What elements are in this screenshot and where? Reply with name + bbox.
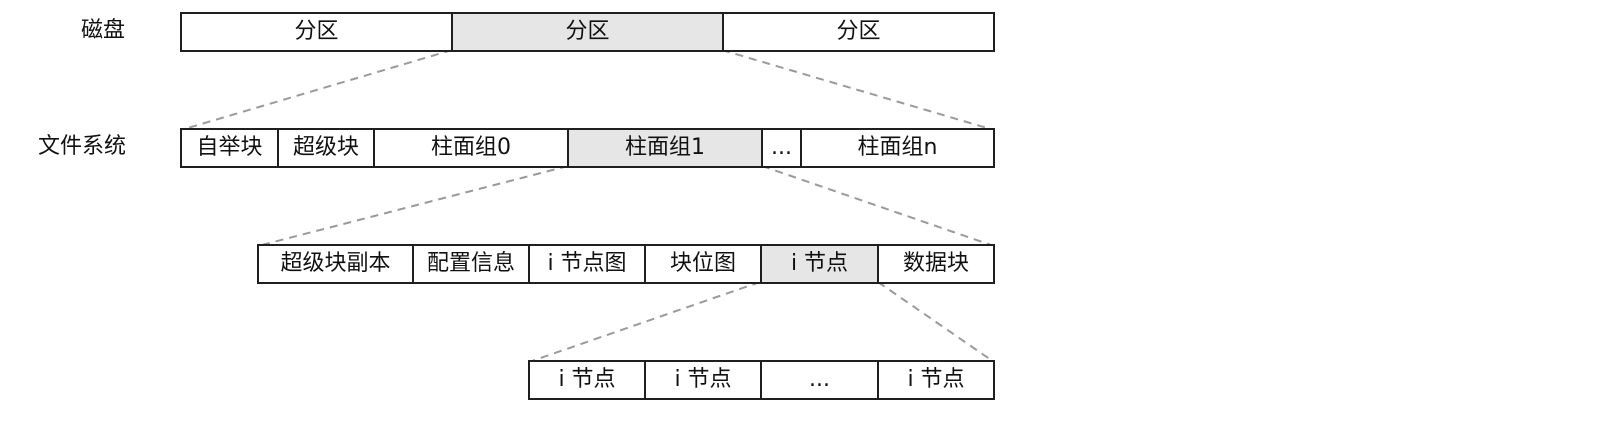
cylinder-group-0-cell: 柱面组0 (373, 128, 569, 168)
group-to-inode-right-line (877, 281, 995, 363)
inode-ellipsis-cell: ... (760, 360, 879, 400)
disk-partition-cell: 分区 (722, 12, 995, 52)
cylinder-group-n-cell: 柱面组n (800, 128, 995, 168)
disk-to-filesystem-right-line (721, 49, 995, 131)
disk-partition-cell: 分区 (180, 12, 453, 52)
cylinder-group-1-cell: 柱面组1 (567, 128, 763, 168)
config-info-cell: 配置信息 (412, 244, 530, 284)
group-to-inode-left-line (528, 281, 761, 363)
filesystem-label: 文件系统 (38, 134, 127, 159)
inode-bitmap-cell: i 节点图 (528, 244, 646, 284)
inode-area-cell: i 节点 (760, 244, 879, 284)
filesystem-to-group-right-line (761, 165, 995, 247)
disk-to-filesystem-left-line (180, 49, 453, 131)
inode-entry-cell: i 节点 (644, 360, 762, 400)
disk-label: 磁盘 (81, 18, 126, 43)
inode-entry-cell: i 节点 (528, 360, 646, 400)
boot-block-cell: 自举块 (180, 128, 279, 168)
superblock-copy-cell: 超级块副本 (257, 244, 414, 284)
superblock-cell: 超级块 (277, 128, 375, 168)
data-block-cell: 数据块 (877, 244, 995, 284)
ellipsis-cell: ... (761, 128, 802, 168)
block-bitmap-cell: 块位图 (644, 244, 762, 284)
filesystem-to-group-left-line (257, 165, 569, 247)
inode-entry-cell: i 节点 (877, 360, 995, 400)
disk-partition-cell-highlighted: 分区 (451, 12, 724, 52)
